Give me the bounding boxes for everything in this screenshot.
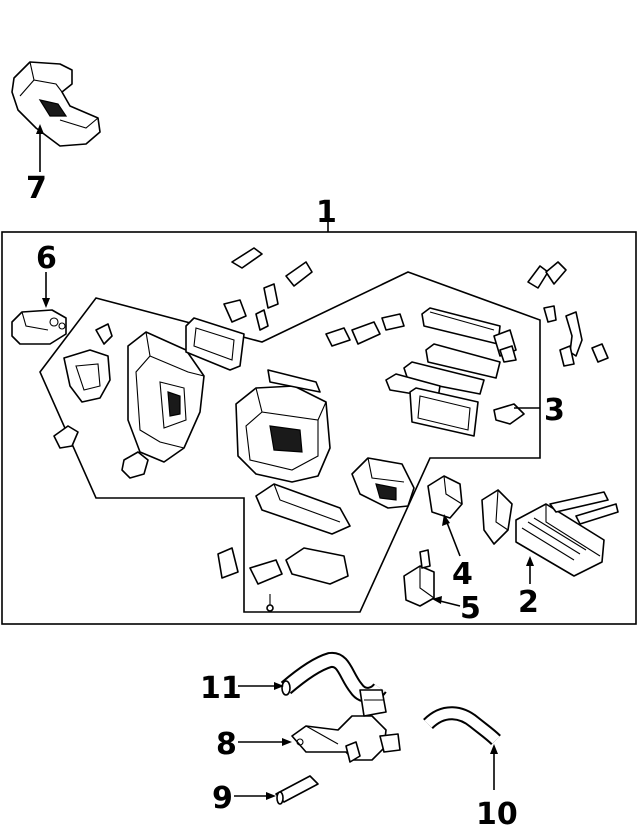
part-servo-left	[121, 451, 149, 479]
callout-5: 5	[460, 591, 481, 626]
part-clip-left	[53, 425, 79, 449]
callout-2: 2	[518, 585, 539, 620]
part-9-tube	[275, 775, 319, 805]
leader-4	[445, 519, 461, 557]
callout-4: 4	[452, 557, 473, 592]
callout-7: 7	[26, 171, 47, 206]
part-fittings-topright	[527, 261, 609, 367]
callout-9: 9	[212, 781, 233, 816]
part-case-half	[351, 457, 415, 509]
callout-3: 3	[544, 393, 565, 428]
part-heater-case	[235, 369, 331, 483]
part-5-valve	[403, 549, 435, 607]
part-3-damper-assembly	[385, 307, 525, 437]
part-2-heater-core	[515, 491, 619, 577]
callout-8: 8	[216, 727, 237, 762]
callout-11: 11	[200, 671, 242, 706]
assembly-frame	[1, 231, 637, 625]
callout-6: 6	[36, 241, 57, 276]
part-filter-frame	[185, 317, 245, 371]
part-10-hose	[423, 706, 501, 746]
part-links-top	[223, 247, 313, 331]
heater-case-outline	[39, 271, 541, 613]
part-6-cover	[11, 309, 67, 345]
part-4-actuator	[427, 475, 463, 519]
part-mode-housing	[127, 331, 205, 463]
part-duct-lower	[217, 547, 349, 612]
part-bracket-left	[63, 323, 113, 403]
part-7-duct	[11, 61, 101, 147]
part-links-right	[325, 313, 405, 347]
part-duct-mid	[255, 483, 351, 535]
callout-10: 10	[476, 797, 518, 828]
part-flap	[481, 489, 513, 545]
callout-1: 1	[316, 195, 337, 230]
part-8-water-valve	[291, 689, 401, 763]
